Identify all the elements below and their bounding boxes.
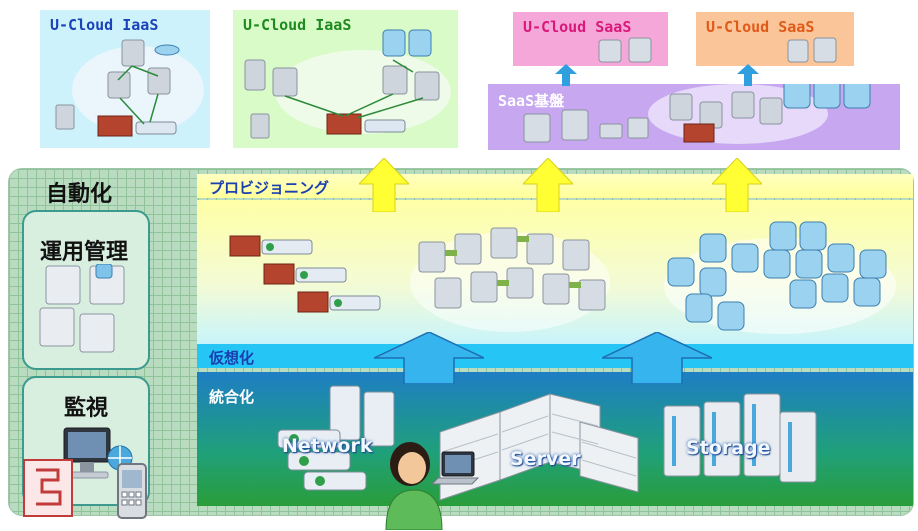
saas-up-arrow-2	[737, 64, 759, 86]
monitoring-label: 監視	[64, 396, 109, 421]
provisioning-arrow-1	[359, 158, 409, 212]
saas-platform-illustration	[523, 84, 871, 144]
virtualization-arrow-1	[374, 332, 484, 384]
virtualization-arrow-2	[602, 332, 712, 384]
saas-1-illustration	[598, 37, 652, 63]
server-label: Server	[510, 448, 581, 470]
saas-card-2-title: U-Cloud SaaS	[706, 18, 815, 36]
integration-label: 統合化	[209, 388, 255, 406]
operations-management-box: 運用管理	[22, 210, 150, 370]
network-pool-illustration	[229, 235, 381, 313]
virtualization-band: 仮想化	[197, 344, 913, 368]
saas-2-illustration	[787, 37, 837, 63]
saas-platform-card: SaaS基盤	[488, 84, 900, 150]
automation-heading: 自動化	[46, 182, 113, 207]
flowchart-document-icon	[23, 459, 73, 517]
provisioning-arrow-2	[523, 158, 573, 212]
server-pool-illustration	[410, 227, 610, 332]
iaas-card-1: U-Cloud IaaS	[40, 10, 210, 148]
iaas-card-2: U-Cloud IaaS	[233, 10, 458, 148]
provisioning-label: プロビジョニング	[209, 179, 330, 197]
iaas-card-2-title: U-Cloud IaaS	[243, 16, 352, 34]
operations-management-label: 運用管理	[40, 240, 129, 265]
saas-card-2: U-Cloud SaaS	[696, 12, 854, 66]
saas-card-1-title: U-Cloud SaaS	[523, 18, 632, 36]
iaas-cloud-1-illustration	[55, 39, 204, 137]
mobile-phone-icon	[117, 463, 147, 519]
network-equipment-illustration	[277, 385, 395, 491]
iaas-card-1-title: U-Cloud IaaS	[50, 16, 159, 34]
iaas-cloud-2-illustration	[244, 29, 451, 139]
server-cluster-icon	[39, 264, 125, 353]
saas-platform-label: SaaS基盤	[498, 92, 565, 110]
operator-person-icon	[385, 442, 480, 530]
saas-card-1: U-Cloud SaaS	[513, 12, 668, 66]
saas-up-arrow-1	[555, 64, 577, 86]
storage-pool-illustration	[664, 221, 896, 334]
provisioning-arrow-3	[712, 158, 762, 212]
storage-label: Storage	[686, 437, 771, 459]
storage-equipment-illustration	[663, 393, 817, 483]
network-label: Network	[282, 435, 373, 457]
virtualization-label: 仮想化	[209, 349, 255, 367]
